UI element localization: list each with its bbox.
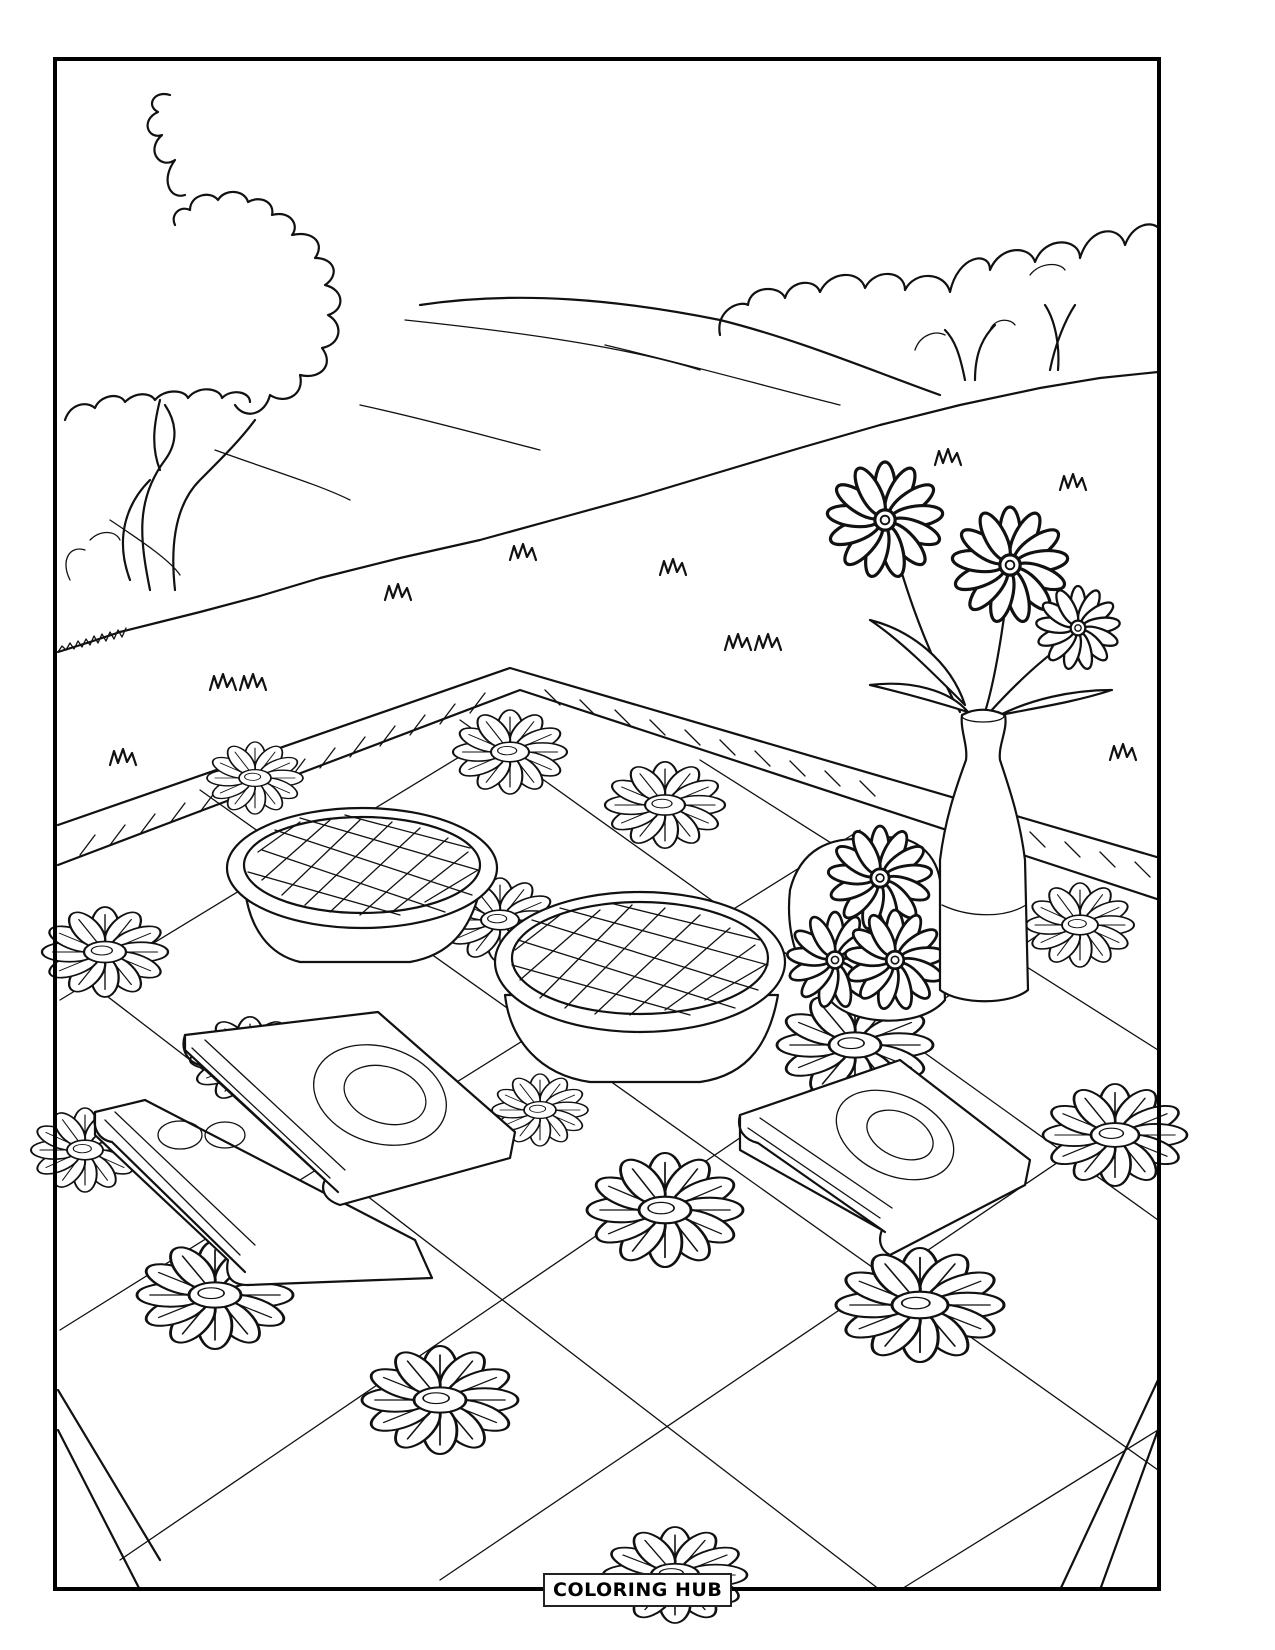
lattice-pie-back — [225, 806, 499, 964]
coloring-hub-logo: COLORING HUB — [543, 1573, 733, 1607]
background-landscape — [56, 92, 1162, 767]
flower-bouquet — [785, 824, 948, 1022]
lattice-pie-front — [493, 890, 787, 1084]
flower-vase — [824, 460, 1122, 1003]
books — [93, 1010, 1032, 1287]
